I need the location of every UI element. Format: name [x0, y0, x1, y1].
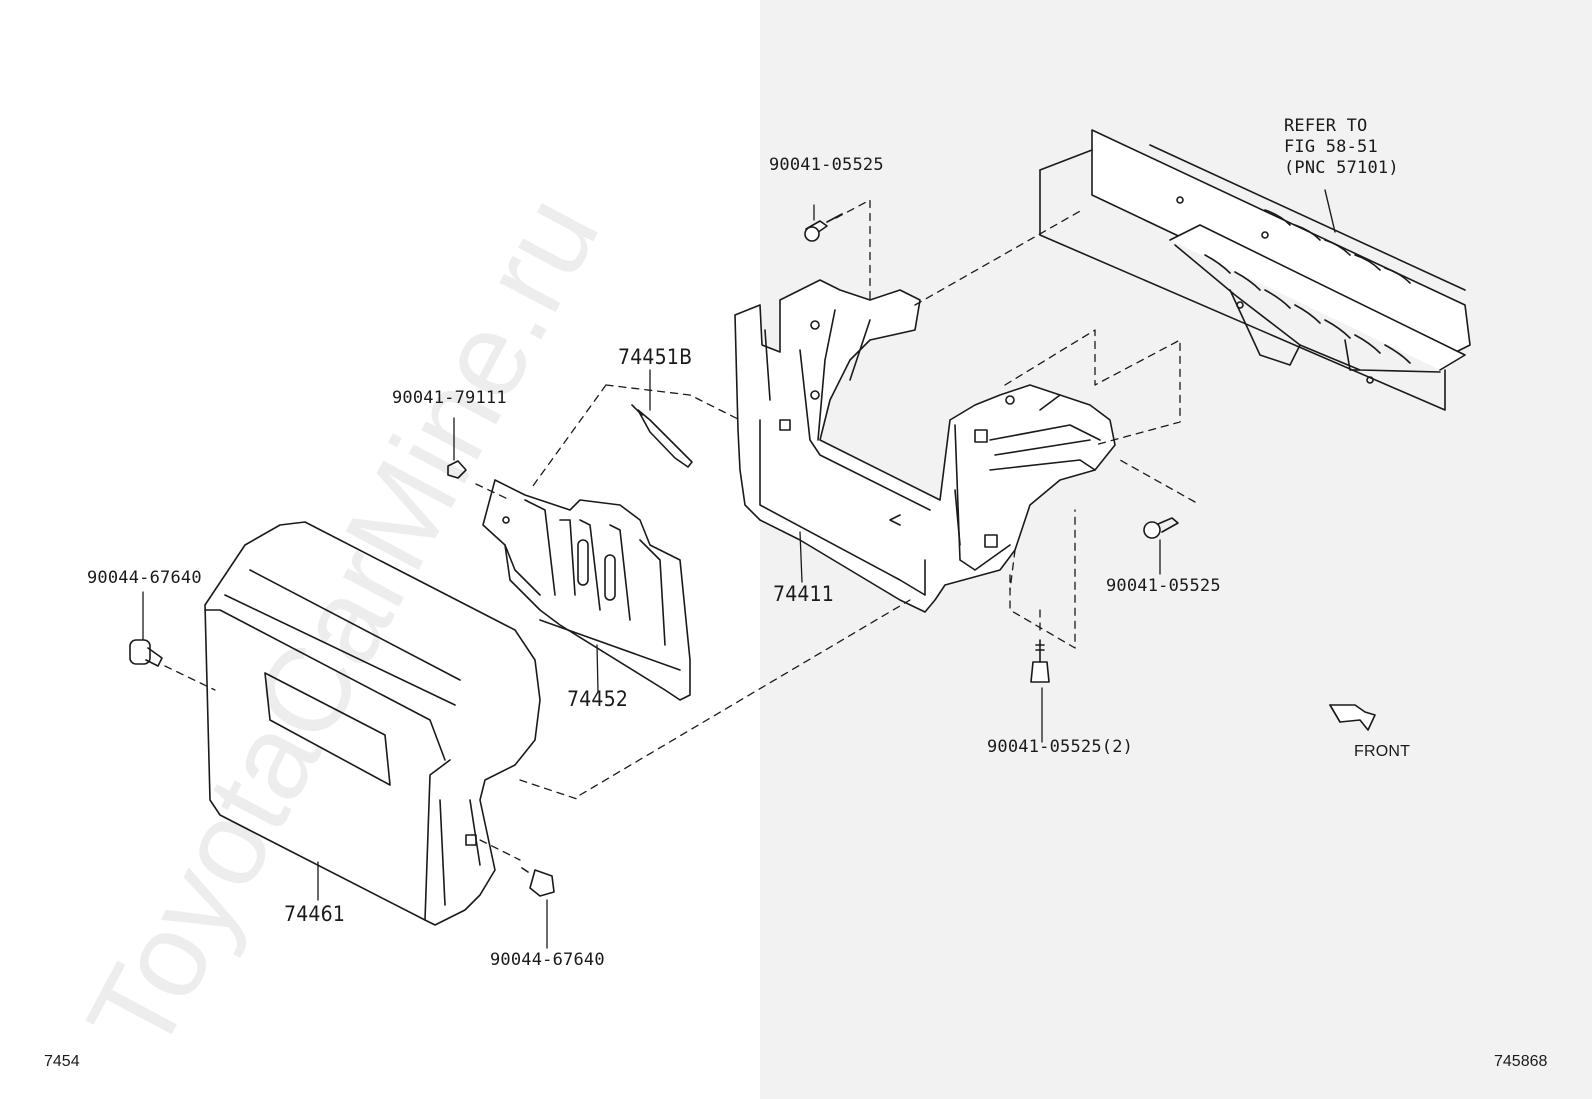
bolt-bottom — [1030, 639, 1050, 683]
clip-bottom — [521, 867, 555, 897]
bolt-right — [1143, 517, 1179, 539]
label-74451b[interactable]: 74451B — [618, 345, 693, 369]
refer-line-3: (PNC 57101) — [1284, 158, 1399, 178]
refer-line-1: REFER TO — [1284, 116, 1368, 136]
battery-bracket — [734, 279, 1116, 613]
clip-left — [129, 639, 163, 667]
front-label: FRONT — [1354, 743, 1411, 760]
heat-shield — [482, 479, 691, 701]
bolt-top — [804, 213, 843, 242]
refer-line-2: FIG 58-51 — [1284, 137, 1378, 157]
label-74461[interactable]: 74461 — [284, 902, 346, 926]
label-clip-upper[interactable]: 90041-79111 — [392, 388, 507, 408]
battery-cover — [204, 521, 541, 926]
label-clip-left[interactable]: 90044-67640 — [87, 568, 202, 588]
right-code: 745868 — [1494, 1053, 1548, 1070]
rod-74451b — [631, 404, 693, 468]
label-bolt-bottom[interactable]: 90041-05525(2) — [987, 737, 1134, 757]
label-clip-bottom[interactable]: 90044-67640 — [490, 950, 605, 970]
label-74452[interactable]: 74452 — [567, 687, 629, 711]
label-bolt-top[interactable]: 90041-05525 — [769, 155, 884, 175]
front-arrow — [1329, 704, 1376, 731]
clip-upper — [447, 460, 467, 479]
left-code: 7454 — [44, 1053, 80, 1070]
cross-member — [1039, 129, 1471, 411]
label-bolt-right[interactable]: 90041-05525 — [1106, 576, 1221, 596]
label-74411[interactable]: 74411 — [773, 582, 835, 606]
